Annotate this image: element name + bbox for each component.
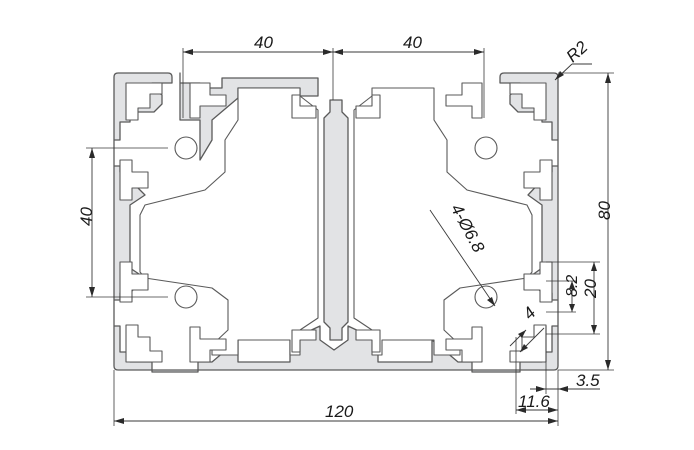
dim-corner-radius: R2 <box>563 37 592 66</box>
dim-slot-inner: 8.2 <box>564 275 581 297</box>
right-upper-side-slot <box>523 159 553 201</box>
dim-top-left-40: 40 <box>254 33 273 52</box>
left-lower-side-slot <box>119 261 149 303</box>
bottom-left-corner-slot <box>125 324 163 363</box>
top-right-corner-slot <box>509 82 547 121</box>
center-web <box>323 99 349 341</box>
top-left-corner-slot <box>125 82 163 121</box>
left-cavity <box>139 87 319 356</box>
dim-slot-outer: 20 <box>581 279 600 299</box>
right-lower-side-slot <box>523 261 553 303</box>
right-cavity <box>353 87 533 356</box>
bottom-center-left-t-slot <box>291 329 317 353</box>
bottom-right-t-slot <box>445 326 483 363</box>
left-upper-side-slot <box>119 159 149 201</box>
dim-left-pitch: 40 <box>77 207 96 226</box>
bottom-center-right-t-slot <box>355 329 381 353</box>
bottom-left-t-slot <box>189 326 227 363</box>
top-right-t-slot <box>445 82 483 119</box>
dim-wall-thickness: 4 <box>519 303 539 323</box>
top-center-right-t-slot <box>355 94 381 119</box>
profile-cross-section <box>113 72 559 373</box>
dim-top-right-40: 40 <box>403 33 422 52</box>
dim-overall-width: 120 <box>325 402 354 421</box>
dim-height: 80 <box>595 201 614 220</box>
dim-lip-width: 3.5 <box>576 371 600 390</box>
top-left-t-slot <box>189 82 227 119</box>
core-hole-top-left <box>174 136 198 160</box>
top-center-left-t-slot <box>291 94 317 119</box>
dim-slot-width: 11.6 <box>518 392 550 411</box>
core-hole-top-right <box>474 136 498 160</box>
core-hole-bottom-left <box>174 285 198 309</box>
